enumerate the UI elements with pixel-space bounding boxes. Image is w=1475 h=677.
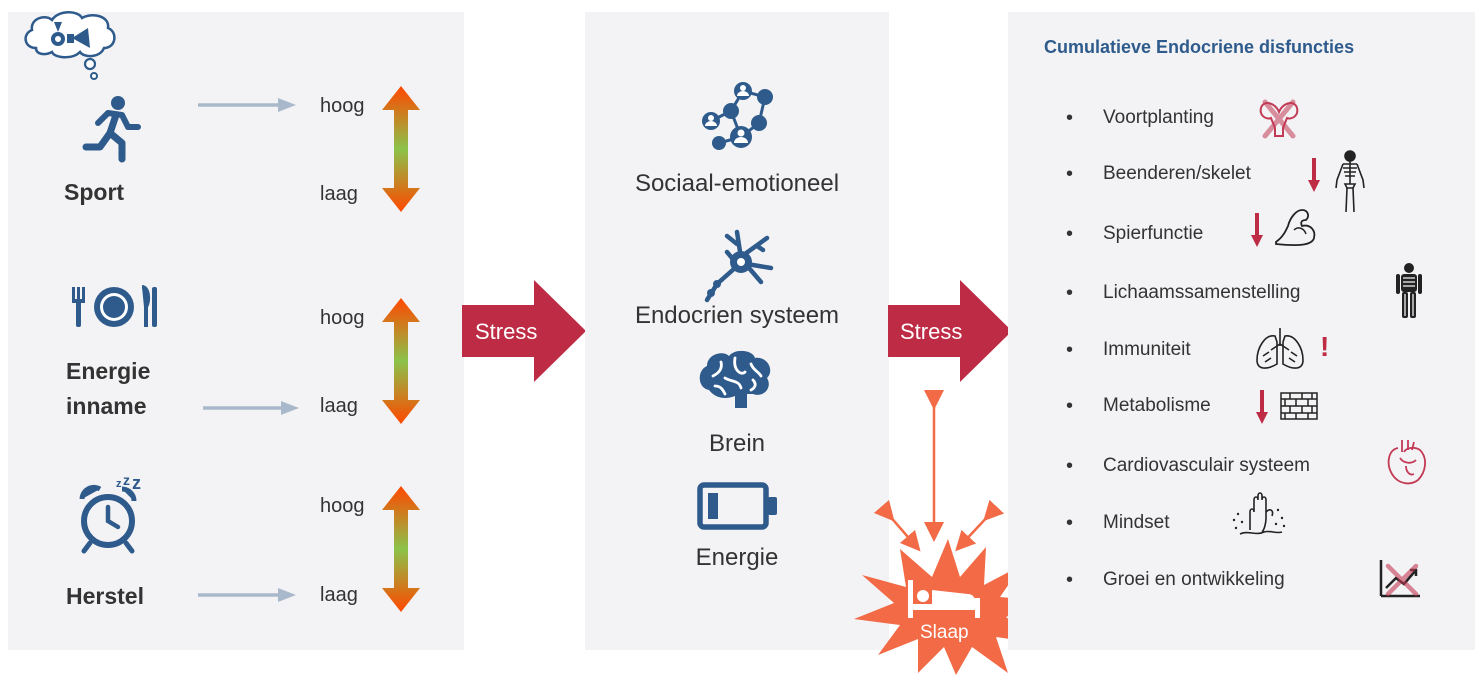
category-label-herstel: Herstel <box>66 583 144 609</box>
skeleton-icon <box>1335 150 1365 213</box>
svg-text:z: z <box>123 472 130 488</box>
category-label-sport: Sport <box>64 179 125 205</box>
brain-icon <box>699 350 771 408</box>
category-label-energie-line1: Energie <box>66 358 151 384</box>
right-panel <box>1008 12 1475 650</box>
item-metabolisme: Metabolisme <box>1103 395 1211 416</box>
low-label-herstel: laag <box>320 584 358 606</box>
down-arrow-icon <box>1251 213 1263 247</box>
item-spierfunctie: Spierfunctie <box>1103 223 1204 244</box>
low-battery-icon <box>697 482 777 530</box>
stress-label-2: Stress <box>900 319 963 344</box>
pointer-arrow-energie <box>203 401 299 415</box>
plate-cutlery-icon <box>72 285 157 327</box>
sleep-label: Slaap <box>920 622 969 643</box>
sleep-arrows <box>873 390 1005 552</box>
svg-text:z: z <box>132 473 141 493</box>
runner-icon <box>82 96 141 163</box>
item-mindset: Mindset <box>1103 512 1170 533</box>
item-beenderen: Beenderen/skelet <box>1103 163 1251 184</box>
high-label-sport: hoog <box>320 95 365 117</box>
bullet: • <box>1066 223 1074 245</box>
down-arrow-icon <box>1256 390 1268 424</box>
item-cardiovasculair: Cardiovasculair systeem <box>1103 455 1310 476</box>
middle-label-endocrien: Endocrien systeem <box>634 302 840 329</box>
down-arrow-icon <box>1308 158 1320 192</box>
left-panel <box>8 12 464 650</box>
category-label-energie-line2: inname <box>66 393 147 419</box>
brick-wall-icon <box>1280 392 1318 420</box>
middle-label-brein: Brein <box>708 430 766 457</box>
high-low-gradient-arrow-herstel <box>382 486 420 612</box>
high-low-gradient-arrow-energie <box>382 298 420 424</box>
item-voortplanting: Voortplanting <box>1103 107 1214 128</box>
bed-icon <box>908 580 980 618</box>
high-label-herstel: hoog <box>320 495 365 517</box>
body-skeleton-icon <box>1396 263 1422 318</box>
bullet: • <box>1066 163 1074 185</box>
neuron-icon <box>704 229 774 303</box>
low-label-sport: laag <box>320 183 358 205</box>
middle-panel: Sociaal-emotioneel Endocrien systeem <box>585 12 889 650</box>
bullet: • <box>1066 512 1074 534</box>
biceps-icon <box>1275 209 1316 246</box>
pointer-arrow-sport <box>198 98 296 112</box>
hand-drowning-icon <box>1232 492 1286 535</box>
thought-bubble-medal-megaphone-icon <box>24 11 116 80</box>
growth-chart-crossed-icon <box>1379 560 1420 598</box>
social-network-icon <box>702 82 773 150</box>
stress-arrow-1 <box>462 280 586 382</box>
immuniteit-indicator: ! <box>1320 331 1330 362</box>
bullet: • <box>1066 339 1074 361</box>
high-label-energie: hoog <box>320 307 365 329</box>
high-low-gradient-arrow-sport <box>382 86 420 212</box>
middle-label-sociaal: Sociaal-emotioneel <box>634 170 840 197</box>
item-lichaamssamenstelling: Lichaamssamenstelling <box>1103 282 1301 303</box>
bullet: • <box>1066 455 1074 477</box>
low-label-energie: laag <box>320 395 358 417</box>
stress-arrow-2 <box>888 280 1012 382</box>
heart-icon <box>1387 440 1426 485</box>
right-panel-title: Cumulatieve Endocriene disfuncties <box>1044 37 1355 57</box>
bullet: • <box>1066 395 1074 417</box>
stress-label-1: Stress <box>475 319 538 344</box>
uterus-crossed-icon <box>1259 99 1299 139</box>
alarm-clock-zzz-icon: z z z <box>79 472 141 554</box>
lungs-icon <box>1256 328 1304 369</box>
bullet: • <box>1066 569 1074 591</box>
bullet: • <box>1066 282 1074 304</box>
item-immuniteit: Immuniteit <box>1103 339 1191 360</box>
bullet: • <box>1066 107 1074 129</box>
pointer-arrow-herstel <box>198 588 296 602</box>
middle-label-energie: Energie <box>695 544 779 571</box>
item-groei: Groei en ontwikkeling <box>1103 569 1285 590</box>
svg-text:z: z <box>116 478 122 490</box>
